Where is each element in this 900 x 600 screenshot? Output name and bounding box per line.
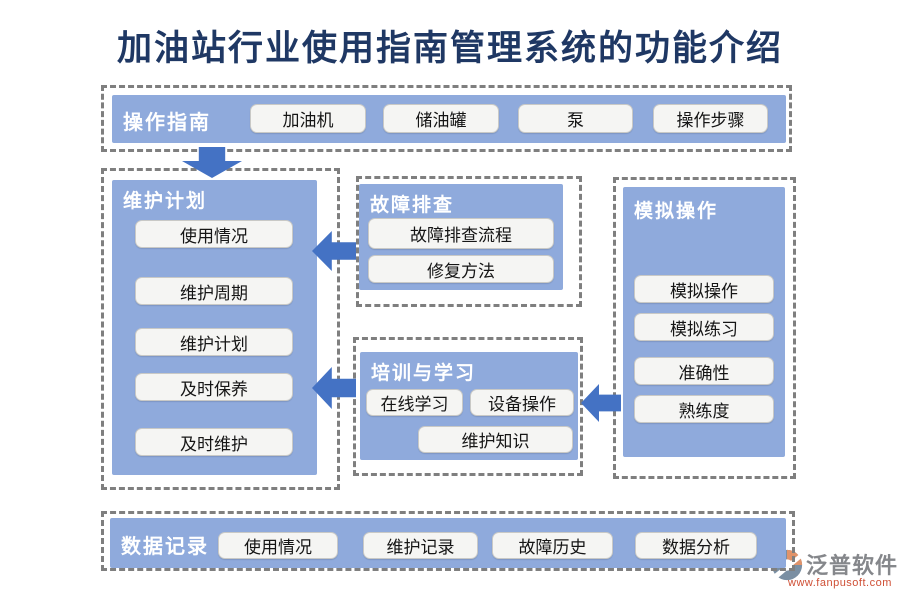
section-troubleshooting	[356, 176, 582, 307]
node-equipment-operation: 设备操作	[470, 389, 574, 416]
node-proficiency: 熟练度	[634, 395, 774, 423]
training-label: 培训与学习	[371, 363, 477, 384]
brand-name: 泛普软件	[806, 553, 899, 578]
node-maintenance-record: 维护记录	[363, 532, 478, 559]
node-operation-steps: 操作步骤	[653, 104, 768, 133]
section-simulation	[613, 177, 796, 479]
node-maintenance-knowledge: 维护知识	[418, 426, 573, 453]
node-usage-record: 使用情况	[218, 532, 338, 559]
simulation-label: 模拟操作	[634, 201, 719, 222]
operation-guide-label: 操作指南	[123, 112, 211, 134]
node-timely-upkeep: 及时保养	[135, 373, 293, 401]
node-accuracy: 准确性	[634, 357, 774, 385]
section-training	[353, 337, 583, 476]
operation-guide-panel: 操作指南 加油机 储油罐 泵 操作步骤	[112, 95, 786, 143]
node-maintenance-cycle: 维护周期	[135, 277, 293, 305]
training-panel: 培训与学习 在线学习 设备操作 维护知识	[360, 352, 578, 460]
node-online-learning: 在线学习	[366, 389, 463, 416]
node-fault-history: 故障历史	[492, 532, 613, 559]
node-fuel-dispenser: 加油机	[250, 104, 366, 133]
simulation-panel: 模拟操作 模拟操作 模拟练习 准确性 熟练度	[623, 187, 785, 457]
data-record-panel: 数据记录 使用情况 维护记录 故障历史 数据分析	[110, 518, 786, 568]
section-operation-guide	[101, 85, 792, 152]
troubleshooting-label: 故障排查	[370, 195, 455, 216]
node-timely-maintenance: 及时维护	[135, 428, 293, 456]
node-maintenance-plan: 维护计划	[135, 328, 293, 356]
node-simulated-operation: 模拟操作	[634, 275, 774, 303]
maintenance-plan-label: 维护计划	[123, 191, 208, 212]
node-repair-method: 修复方法	[368, 255, 554, 283]
node-data-analysis: 数据分析	[635, 532, 757, 559]
node-simulation-practice: 模拟练习	[634, 313, 774, 341]
maintenance-plan-panel: 维护计划 使用情况 维护周期 维护计划 及时保养 及时维护	[112, 180, 317, 475]
page-title: 加油站行业使用指南管理系统的功能介绍	[116, 29, 783, 68]
troubleshooting-panel: 故障排查 故障排查流程 修复方法	[359, 184, 563, 290]
node-usage-status: 使用情况	[135, 220, 293, 248]
node-troubleshooting-process: 故障排查流程	[368, 218, 554, 249]
brand-url: www.fanpusoft.com	[788, 577, 892, 589]
node-pump: 泵	[518, 104, 633, 133]
section-data-record	[101, 511, 795, 571]
data-record-label: 数据记录	[121, 536, 209, 558]
node-storage-tank: 储油罐	[383, 104, 499, 133]
